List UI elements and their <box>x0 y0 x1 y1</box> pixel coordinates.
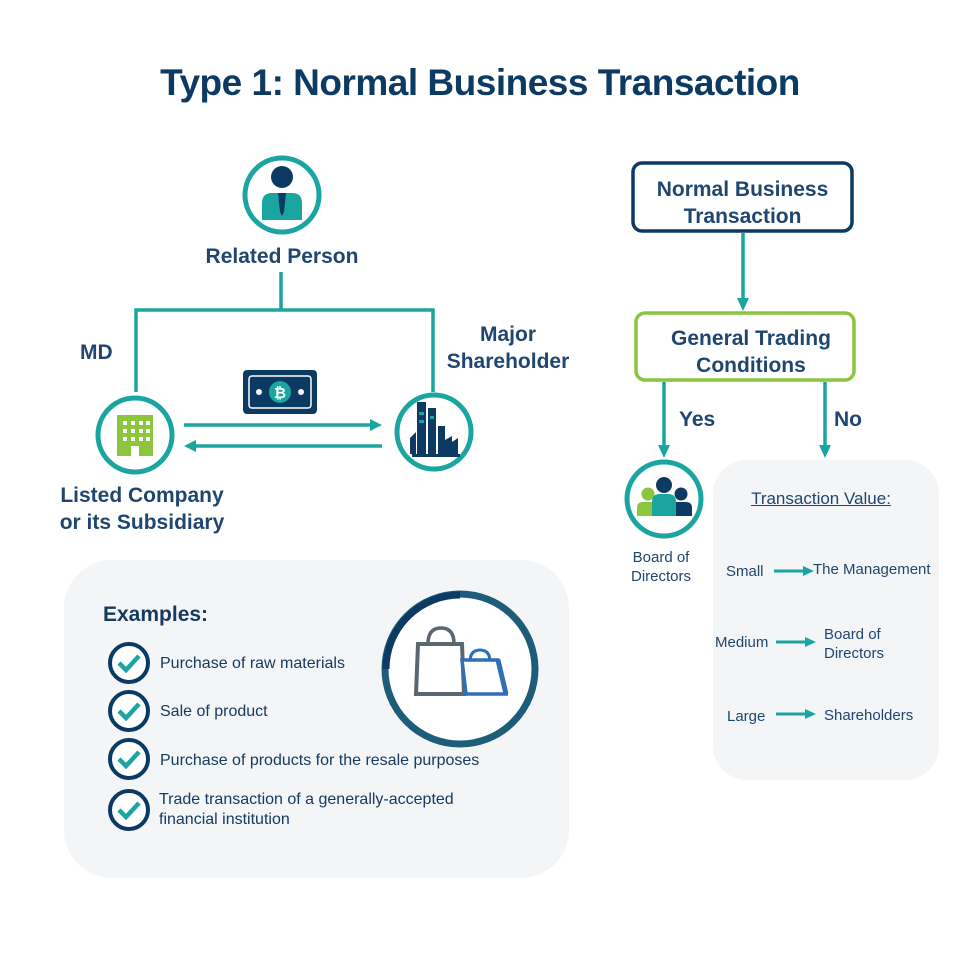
no-label: No <box>834 408 862 431</box>
listed-company-label: Listed Company or its Subsidiary <box>42 482 242 536</box>
example-item-line-2: financial institution <box>159 811 290 828</box>
example-item-line-1: Trade transaction of a generally-accepte… <box>159 791 454 808</box>
transaction-value-panel <box>713 460 939 780</box>
banknote-icon: ₿ <box>243 370 317 414</box>
transaction-arrows <box>184 419 382 452</box>
shopping-bags-icon <box>381 590 539 748</box>
major-shareholder-label: Major Shareholder <box>438 321 578 375</box>
building-icon <box>95 395 175 475</box>
related-person-label: Related Person <box>205 245 359 268</box>
listed-company-line-1: Listed Company <box>60 484 224 507</box>
tier-size-small: Small <box>726 563 764 580</box>
check-icon <box>108 690 150 732</box>
normal-business-line-1: Normal Business <box>656 178 829 201</box>
listed-company-line-2: or its Subsidiary <box>59 511 225 534</box>
tier-approver-medium-line-2: Directors <box>824 645 885 662</box>
yes-label: Yes <box>679 408 716 431</box>
tier-arrows <box>774 566 816 719</box>
transaction-value-title: Transaction Value: <box>751 489 891 508</box>
example-item: Trade transaction of a generally-accepte… <box>159 790 454 830</box>
tier-approver-large: Shareholders <box>824 707 914 724</box>
board-people-icon <box>624 459 704 539</box>
general-trading-text: General Trading Conditions <box>642 325 860 379</box>
normal-business-line-2: Transaction <box>683 205 802 228</box>
major-shareholder-line-1: Major <box>479 323 536 346</box>
check-icon <box>108 642 150 684</box>
general-trading-box <box>634 311 856 382</box>
svg-text:₿: ₿ <box>274 384 286 402</box>
check-icon <box>108 738 150 780</box>
factory-icon <box>394 392 474 472</box>
flow-arrows <box>658 233 831 458</box>
board-of-directors-label: Board of Directors <box>612 548 710 586</box>
page-title: Type 1: Normal Business Transaction <box>160 62 800 103</box>
example-item: Purchase of raw materials <box>160 655 345 672</box>
relationship-lines <box>134 272 435 392</box>
tier-size-large: Large <box>727 708 766 725</box>
check-icon <box>108 789 150 831</box>
person-icon <box>242 155 322 235</box>
examples-title: Examples: <box>103 603 209 626</box>
tier-approver-small: The Management <box>813 561 931 578</box>
normal-business-box <box>631 161 854 233</box>
example-item: Purchase of products for the resale purp… <box>160 752 480 769</box>
normal-business-text: Normal Business Transaction <box>633 176 852 230</box>
tier-approver-medium: Board of Directors <box>824 625 884 663</box>
major-shareholder-line-2: Shareholder <box>446 350 570 373</box>
general-trading-line-2: Conditions <box>696 354 806 377</box>
tier-approver-medium-line-1: Board of <box>824 626 881 643</box>
tier-size-medium: Medium <box>715 634 769 651</box>
general-trading-line-1: General Trading <box>671 327 831 350</box>
board-line-1: Board of <box>632 549 690 566</box>
board-line-2: Directors <box>630 568 691 585</box>
md-label: MD <box>80 341 113 364</box>
example-item: Sale of product <box>160 703 268 720</box>
